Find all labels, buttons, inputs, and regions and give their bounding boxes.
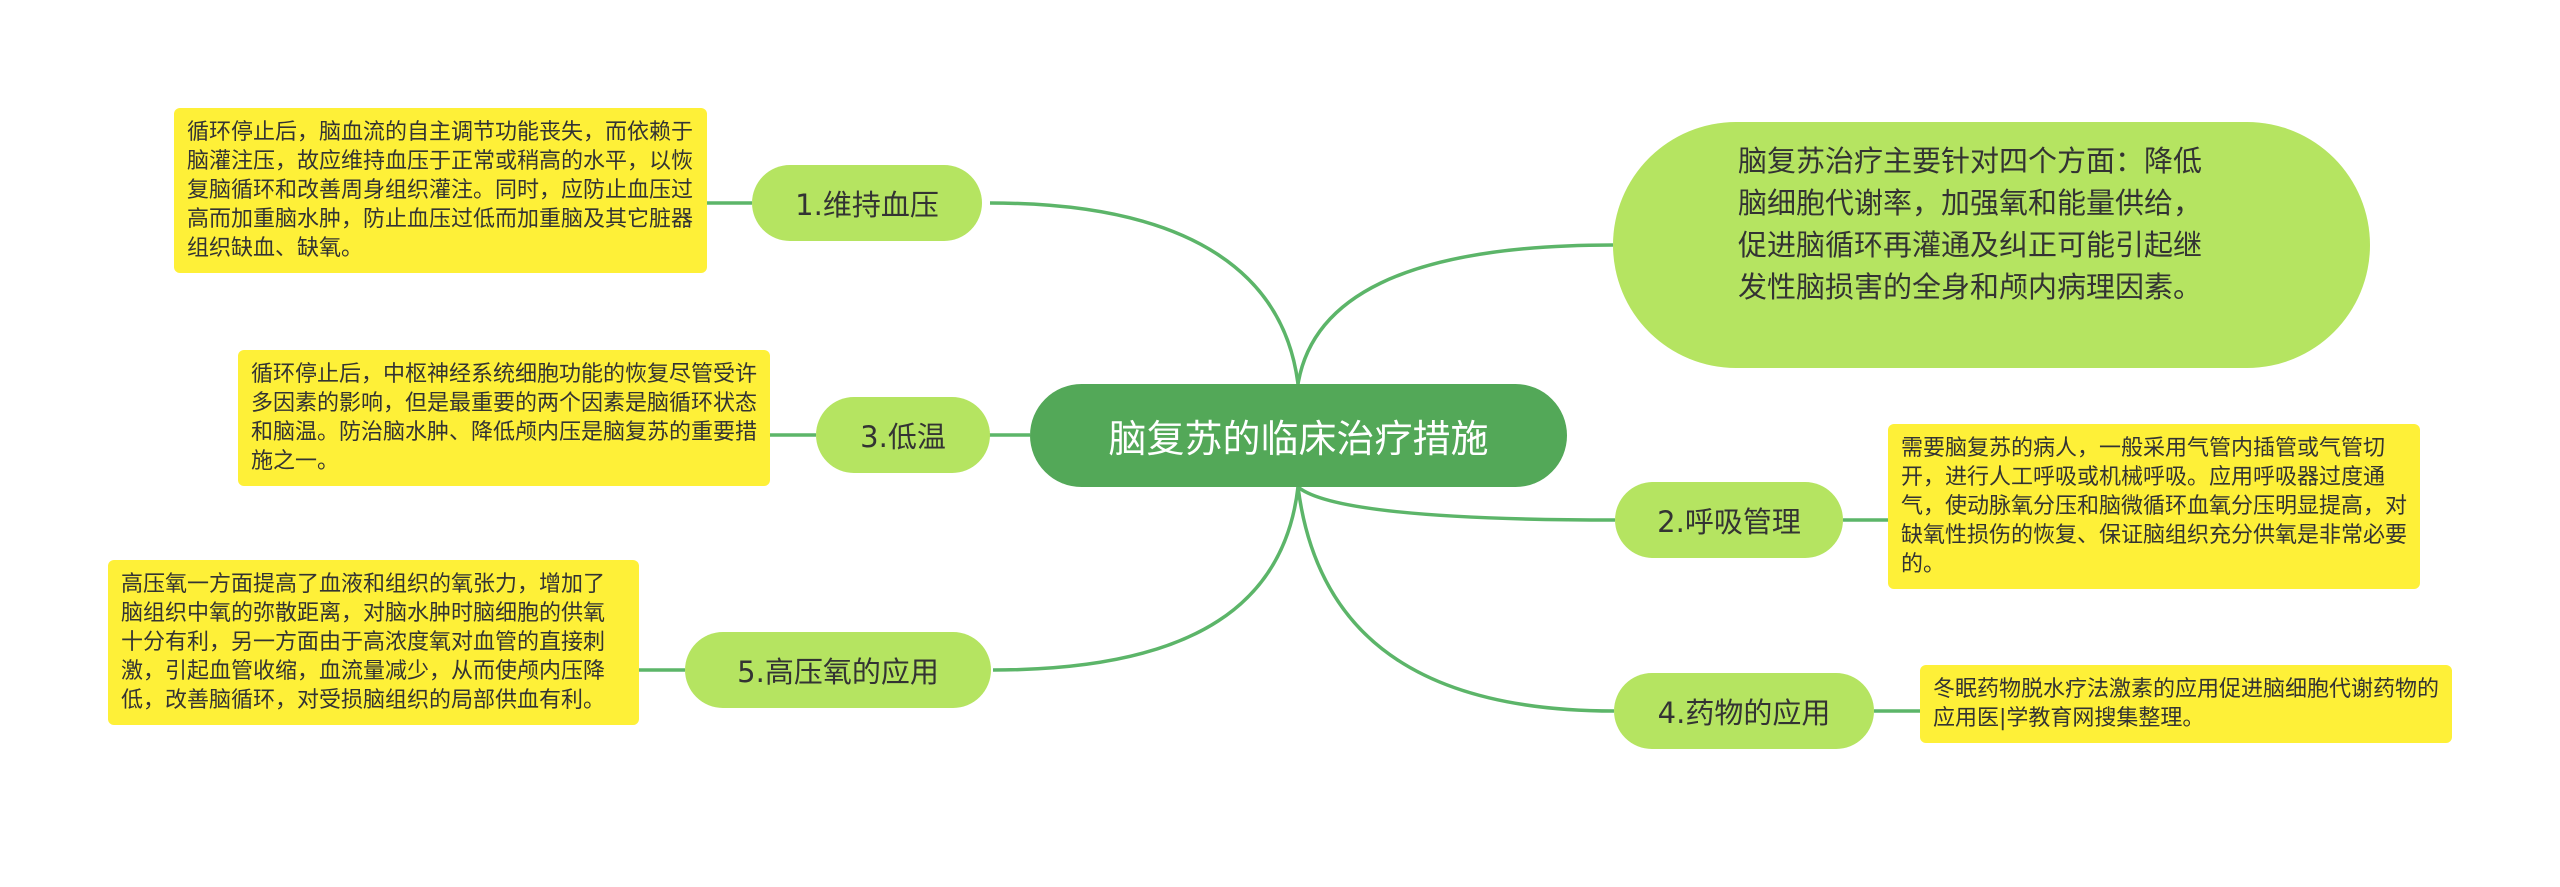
summary-text: 脑复苏治疗主要针对四个方面：降低脑细胞代谢率，加强氧和能量供给，促进脑循环再灌通… — [1738, 144, 2203, 304]
connector-center-summary — [1296, 243, 1614, 385]
topic-low-temperature[interactable]: 3.低温 — [816, 397, 990, 473]
note-text: 高压氧一方面提高了血液和组织的氧张力，增加了脑组织中氧的弥散距离，对脑水肿时脑细… — [121, 572, 606, 713]
note-text: 循环停止后，脑血流的自主调节功能丧失，而依赖于脑灌注压，故应维持血压于正常或稍高… — [187, 120, 694, 261]
connector-center-blood-pressure — [989, 201, 1300, 385]
summary-topic[interactable]: 脑复苏治疗主要针对四个方面：降低脑细胞代谢率，加强氧和能量供给，促进脑循环再灌通… — [1613, 122, 2370, 368]
note-drug-application[interactable]: 冬眠药物脱水疗法激素的应用促进脑细胞代谢药物的应用医|学教育网搜集整理。 — [1920, 665, 2452, 743]
note-respiratory-management[interactable]: 需要脑复苏的病人，一般采用气管内插管或气管切开，进行人工呼吸或机械呼吸。应用呼吸… — [1888, 424, 2420, 589]
connector-center-respiratory — [1296, 485, 1616, 522]
topic-label: 4.药物的应用 — [1657, 696, 1831, 730]
topic-label: 2.呼吸管理 — [1657, 505, 1801, 539]
topic-drug-application[interactable]: 4.药物的应用 — [1614, 673, 1874, 749]
topic-label: 3.低温 — [860, 420, 946, 454]
note-hyperbaric-oxygen[interactable]: 高压氧一方面提高了血液和组织的氧张力，增加了脑组织中氧的弥散距离，对脑水肿时脑细… — [108, 560, 639, 725]
connector-center-drugs — [1296, 486, 1615, 713]
central-topic[interactable]: 脑复苏的临床治疗措施 — [1030, 384, 1567, 487]
central-topic-label: 脑复苏的临床治疗措施 — [1108, 417, 1489, 461]
note-low-temperature[interactable]: 循环停止后，中枢神经系统细胞功能的恢复尽管受许多因素的影响，但是最重要的两个因素… — [238, 350, 770, 486]
topic-label: 5.高压氧的应用 — [737, 655, 939, 689]
connector-center-hyperbaric-oxygen — [992, 486, 1300, 672]
note-maintain-blood-pressure[interactable]: 循环停止后，脑血流的自主调节功能丧失，而依赖于脑灌注压，故应维持血压于正常或稍高… — [174, 108, 707, 273]
note-text: 冬眠药物脱水疗法激素的应用促进脑细胞代谢药物的应用医|学教育网搜集整理。 — [1933, 677, 2440, 731]
topic-label: 1.维持血压 — [795, 188, 939, 222]
topic-respiratory-management[interactable]: 2.呼吸管理 — [1615, 482, 1843, 558]
topic-maintain-blood-pressure[interactable]: 1.维持血压 — [752, 165, 982, 241]
topic-hyperbaric-oxygen[interactable]: 5.高压氧的应用 — [685, 632, 991, 708]
note-text: 需要脑复苏的病人，一般采用气管内插管或气管切开，进行人工呼吸或机械呼吸。应用呼吸… — [1901, 436, 2408, 577]
note-text: 循环停止后，中枢神经系统细胞功能的恢复尽管受许多因素的影响，但是最重要的两个因素… — [251, 362, 758, 474]
